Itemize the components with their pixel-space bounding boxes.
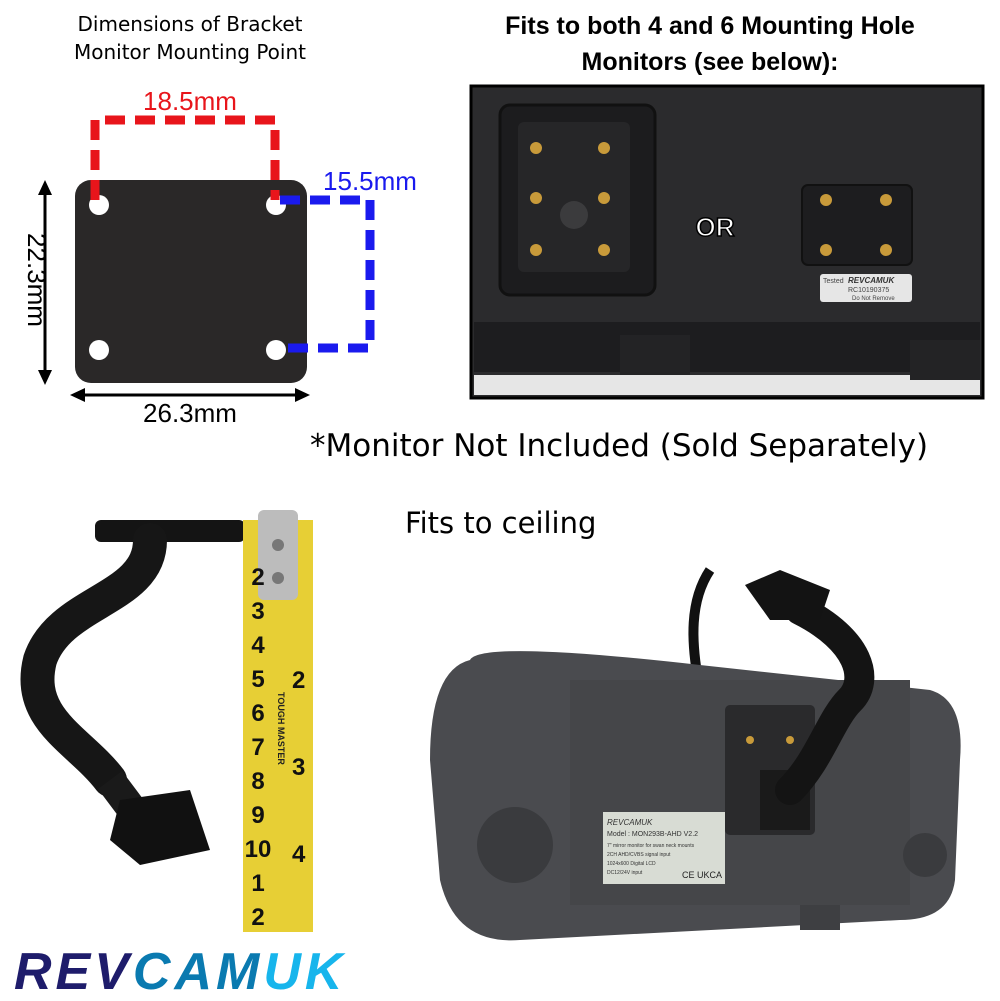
tape-inch-mark: 4 (292, 841, 306, 868)
label-line: 1024x600 Digital LCD (607, 861, 656, 867)
tape-cm-mark: 1 (251, 870, 264, 897)
label-line: 7" mirror monitor for swan neck mounts (607, 843, 695, 849)
label-line: DC12/24V input (607, 870, 643, 876)
dim-left-label: 22.3mm (22, 233, 52, 327)
tape-cm-mark: 7 (251, 734, 264, 761)
mounting-hole (89, 340, 109, 360)
blue-dimension-line (280, 195, 375, 353)
tape-cm-mark: 2 (251, 564, 264, 591)
bracket-diagram: 18.5mm 15.5mm 22.3mm 26.3mm (22, 86, 417, 428)
tape-cm-mark: 5 (251, 666, 264, 693)
not-included-notice: *Monitor Not Included (Sold Separately) (310, 428, 929, 464)
ceiling-label: Fits to ceiling (405, 506, 597, 540)
sticker-brand: REVCAMUK (848, 276, 895, 285)
label-brand: REVCAMUK (607, 818, 653, 827)
red-dimension-line (90, 115, 280, 200)
label-model: Model : MON293B-AHD V2.2 (607, 831, 698, 838)
test-sticker (820, 274, 912, 302)
tape-cm-mark: 8 (251, 768, 264, 795)
dim-top-label: 18.5mm (143, 86, 237, 116)
tape-cm-mark: 6 (251, 700, 264, 727)
tape-cm-mark: 10 (245, 836, 272, 863)
tape-cm-mark: 3 (251, 598, 264, 625)
six-hole-plate (498, 103, 657, 297)
dim-bottom-label: 26.3mm (143, 398, 237, 428)
sticker-note: Do Not Remove (852, 296, 895, 302)
bracket-plate (75, 180, 307, 383)
four-hole-plate (801, 184, 913, 266)
label-marks: CE UKCA (682, 870, 722, 880)
dim-right-label: 15.5mm (323, 166, 417, 196)
or-label: OR (696, 212, 735, 242)
tape-cm-mark: 2 (251, 904, 264, 931)
tape-inch-mark: 2 (292, 667, 305, 694)
tape-inch-mark: 3 (292, 754, 305, 781)
mounting-hole (266, 340, 286, 360)
tape-cm-mark: 4 (251, 632, 265, 659)
revcamuk-logo: REVCAMUK (14, 943, 347, 1001)
monitor-compat-title: Fits to both 4 and 6 Mounting Hole Monit… (505, 12, 915, 76)
sticker-code: RC10190375 (848, 287, 889, 294)
tape-measure: TOUGH MASTER (243, 510, 313, 932)
swan-neck-arm (20, 520, 245, 865)
sticker-tested: Tested (823, 278, 844, 285)
monitor-spec-label (603, 812, 725, 884)
bracket-title: Dimensions of Bracket Monitor Mounting P… (73, 12, 306, 64)
tape-brand: TOUGH MASTER (276, 692, 286, 765)
label-line: 2CH AHD/CVBS signal input (607, 852, 671, 858)
tape-cm-mark: 9 (251, 802, 264, 829)
monitor-with-arm-photo: REVCAMUK Model : MON293B-AHD V2.2 7" mir… (430, 567, 961, 941)
